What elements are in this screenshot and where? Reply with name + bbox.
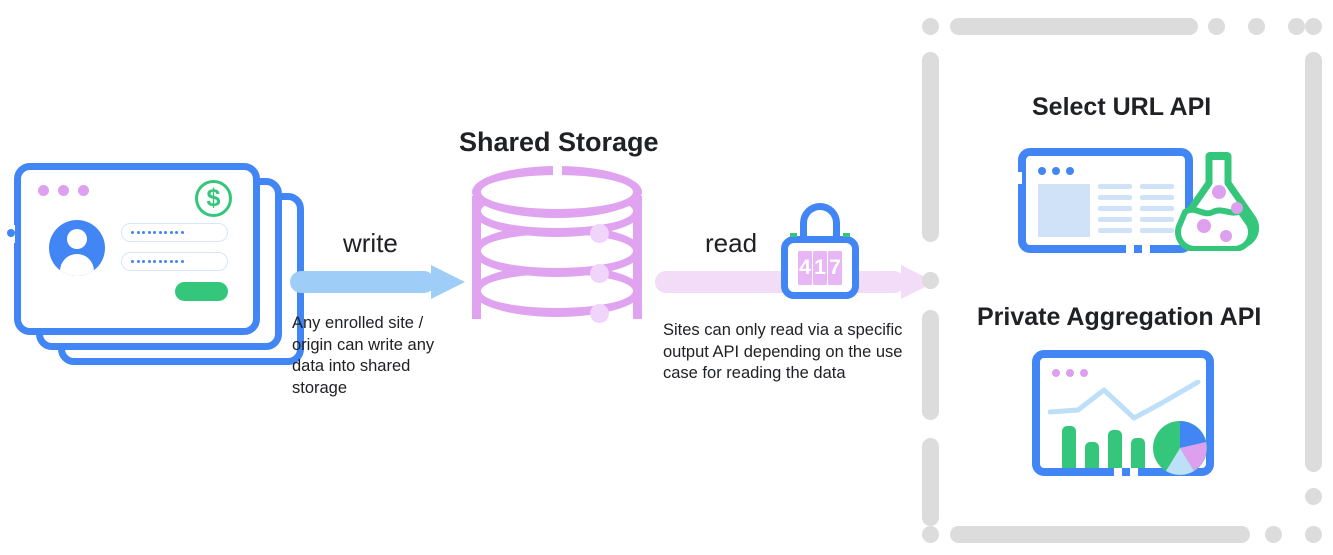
- browser-window-frame: [1018, 148, 1193, 253]
- tier-dot-2: [590, 264, 609, 283]
- write-label: write: [343, 228, 398, 258]
- frame-dot-bottom-3: [1305, 526, 1322, 543]
- frame-dash-left-2: [922, 310, 939, 420]
- frame-dash-right: [1305, 52, 1322, 472]
- frame-dot-top-left: [922, 18, 939, 35]
- bar-4: [1131, 438, 1145, 468]
- submit-button[interactable]: [175, 282, 228, 301]
- lock-dash-left: [790, 233, 797, 237]
- dollar-circle-icon: $: [195, 180, 232, 217]
- frame-dot-top-3: [1248, 18, 1265, 35]
- frame-dot-left-mid: [922, 272, 939, 289]
- lock-dash-right: [843, 233, 850, 237]
- combination-lock-icon: 4 1 7: [781, 203, 859, 299]
- flask-icon: [1175, 152, 1260, 251]
- frame-dot-right-top: [1305, 18, 1322, 35]
- frame-dash-top: [950, 18, 1198, 35]
- card-border-gap-dot: [7, 229, 15, 237]
- image-placeholder: [1038, 184, 1090, 237]
- read-caption: Sites can only read via a specific outpu…: [663, 321, 903, 383]
- tier-dot-3: [590, 304, 609, 323]
- dashboard-window-frame: [1032, 350, 1214, 476]
- write-arrow-icon: [290, 264, 465, 300]
- cylinder-band-2: [472, 225, 642, 277]
- bar-1: [1062, 426, 1076, 468]
- window-dot-1: [1038, 167, 1046, 175]
- pie-chart: [1153, 421, 1207, 475]
- bar-2: [1085, 442, 1099, 468]
- database-cylinder-icon: [472, 166, 642, 345]
- output-apis-frame: Select URL API: [922, 10, 1322, 545]
- frame-dot-top-2: [1208, 18, 1225, 35]
- frame-dash-left-3: [922, 438, 939, 526]
- window-dot-2: [1052, 167, 1060, 175]
- frame-dot-bottom-2: [1265, 526, 1282, 543]
- lock-digit-2: 1: [813, 250, 827, 285]
- tier-dot-1: [590, 224, 609, 243]
- select-url-api-title: Select URL API: [1032, 93, 1212, 121]
- source-sites-illustration: $: [6, 163, 304, 368]
- private-aggregation-api-title: Private Aggregation API: [977, 303, 1262, 331]
- frame-dot-right-2: [1305, 488, 1322, 505]
- trend-line-chart: [1048, 380, 1201, 421]
- shared-storage-title: Shared Storage: [459, 127, 659, 157]
- private-aggregation-api-icon: [1032, 350, 1214, 480]
- window-dot-3: [1080, 369, 1088, 377]
- window-dot-3: [78, 185, 89, 196]
- frame-dot-bottom-left: [922, 526, 939, 543]
- frame-dot-top-4: [1288, 18, 1305, 35]
- window-dots: [38, 185, 89, 196]
- cylinder-top: [472, 166, 642, 218]
- lock-digit-3: 7: [828, 250, 842, 285]
- username-field[interactable]: [121, 223, 228, 242]
- frame-dash-left-1: [922, 52, 939, 242]
- avatar-body: [60, 254, 94, 276]
- avatar-head: [67, 229, 87, 249]
- write-caption: Any enrolled site / origin can write any…: [292, 314, 435, 397]
- window-dot-2: [1066, 369, 1074, 377]
- lock-body: 4 1 7: [781, 236, 859, 299]
- bar-3: [1108, 430, 1122, 468]
- avatar: [49, 220, 105, 276]
- cylinder-top-gap: [553, 166, 562, 178]
- window-dot-1: [38, 185, 49, 196]
- masked-value: [131, 231, 184, 234]
- window-dot-1: [1052, 369, 1060, 377]
- select-url-api-icon: [1016, 140, 1260, 258]
- lock-shackle: [800, 203, 840, 245]
- window-dot-2: [58, 185, 69, 196]
- window-dot-3: [1066, 167, 1074, 175]
- lock-digit-1: 4: [798, 250, 812, 285]
- frame-dash-bottom: [950, 526, 1250, 543]
- masked-value: [131, 260, 184, 263]
- read-label: read: [705, 228, 758, 258]
- browser-card-front: $: [14, 163, 260, 335]
- password-field[interactable]: [121, 252, 228, 271]
